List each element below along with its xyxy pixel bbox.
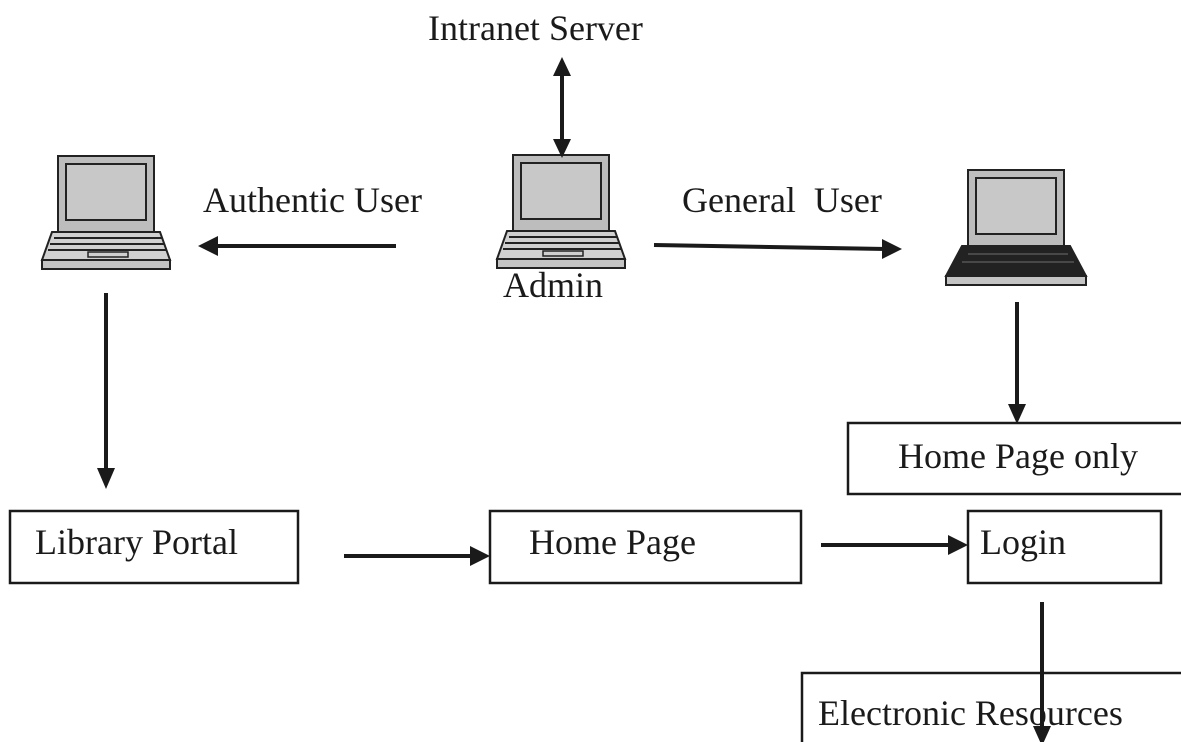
intranet-server-label: Intranet Server [428,8,643,48]
authentic-user-laptop-icon [41,155,171,270]
home-page-label: Home Page [529,522,696,562]
home-page-only-box [846,421,1181,496]
laptop-to-library-portal-arrow [97,293,115,489]
home-page-only-label: Home Page only [898,436,1138,476]
admin-label: Admin [503,265,603,305]
login-to-electronic-resources-arrow [1033,602,1051,742]
electronic-resources-box [800,671,1181,742]
electronic-resources-label: Electronic Resources [818,693,1123,733]
laptop-to-home-page-only-arrow [1008,302,1026,424]
admin-laptop-icon [496,154,626,269]
home-page-box [488,509,803,585]
general-user-arrow [653,239,902,259]
authentic-user-arrow [198,236,396,256]
library-portal-to-home-page-arrow [344,546,490,566]
general-user-laptop-icon [945,169,1087,286]
home-page-to-login-arrow [821,535,968,555]
admin-server-arrow [553,57,571,158]
login-label: Login [980,522,1066,562]
library-portal-label: Library Portal [35,522,238,562]
authentic-user-label: Authentic User [203,180,422,220]
general-user-label: General User [682,180,882,220]
library-portal-box [8,509,300,585]
login-box [966,509,1163,585]
